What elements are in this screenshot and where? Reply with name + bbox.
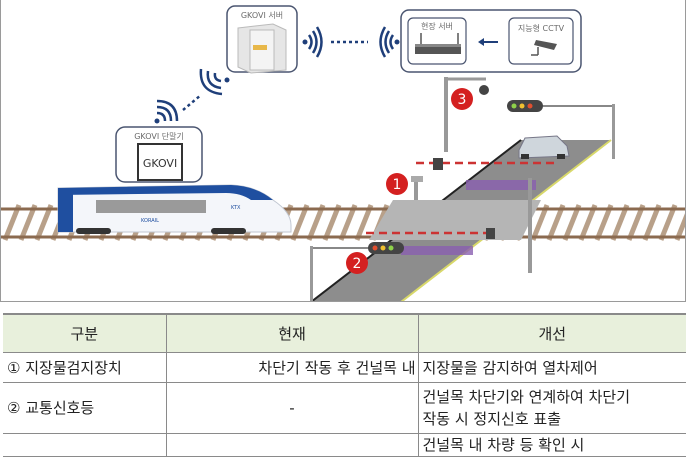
field-system-box: 현장 서버 지능형 CCTV [400,9,582,73]
svg-text:3: 3 [458,92,467,108]
rail-tie [658,204,678,241]
ktx-train: KORAIL KTX [57,184,292,234]
wireless-signal-icon [302,26,323,58]
field-server-icon [415,33,461,54]
rail-tie [578,204,598,241]
rail-tie [626,204,646,241]
crossing-barrier [366,158,556,239]
cctv-camera-icon [531,40,557,56]
row-category [3,433,166,457]
row-current [165,433,418,457]
cctv-pole [444,77,489,152]
rail-tie [610,204,630,241]
rail-tie [290,204,310,241]
svg-text:2: 2 [353,256,362,272]
header-improvement: 개선 [417,313,686,353]
table-header-row: 구분 현재 개선 [3,313,686,353]
traffic-light-icon [507,100,615,159]
marker-1: 1 [386,173,408,195]
system-diagram: GKOVI 서버 현장 서버 지능형 CCTV [0,0,686,302]
comparison-table: 구분 현재 개선 ① 지장물검지장치 차단기 작동 후 건널목 내 지장물을 감… [3,313,686,457]
cctv-label: 지능형 CCTV [518,24,565,33]
table-row: 건널목 내 차량 등 확인 시 [3,433,686,457]
car-icon [518,135,570,159]
header-current: 현재 [165,313,418,353]
rail-tie [674,213,685,241]
marker-3: 3 [451,88,473,110]
wireless-signal-icon [154,68,230,124]
marker-2: 2 [346,252,368,274]
row-category: ② 교통신호등 [3,382,166,434]
rail-tie [546,204,566,241]
wireless-signal-icon [379,26,400,58]
rail-tie [530,204,550,241]
table-row: ② 교통신호등 - 건널목 차단기와 연계하여 차단기 작동 시 정지신호 표출 [3,382,686,434]
rail-tie [642,204,662,241]
rail-tie [34,204,54,241]
rail-tie [322,204,342,241]
svg-text:1: 1 [393,177,402,193]
row-category: ① 지장물검지장치 [3,352,166,383]
rail-tie [306,204,326,241]
arrow-left-icon [478,38,498,46]
improvement-line: 작동 시 정지신호 표출 [422,410,562,428]
train-brand: KORAIL [141,218,159,224]
train-logo: KTX [231,205,241,211]
rail-tie [594,204,614,241]
sensor-pole [411,176,532,273]
gkovi-server-label: GKOVI 서버 [241,10,283,20]
row-current: 차단기 작동 후 건널목 내 [165,352,418,383]
row-improvement: 건널목 차단기와 연계하여 차단기 작동 시 정지신호 표출 [417,382,686,434]
rail-tie [562,204,582,241]
row-improvement: 건널목 내 차량 등 확인 시 [417,433,686,457]
gkovi-server-box: GKOVI 서버 [226,5,298,74]
row-current: - [165,382,418,434]
rail-tie [18,204,38,241]
field-server-label: 현장 서버 [421,21,453,31]
terminal-label: GKOVI 단말기 [134,131,184,141]
terminal-screen-text: GKOVI [143,157,177,170]
header-category: 구분 [3,313,166,353]
rail-tie [338,204,358,241]
rail-tie [354,204,374,241]
dotted-link [182,94,202,111]
rail-tie [2,204,22,241]
server-icon [237,23,287,74]
improvement-line: 건널목 차단기와 연계하여 차단기 [422,388,631,406]
table-row: ① 지장물검지장치 차단기 작동 후 건널목 내 지장물을 감지하여 열차제어 [3,352,686,383]
row-improvement: 지장물을 감지하여 열차제어 [417,352,686,383]
road-crossing [310,139,612,301]
traffic-light-icon [310,242,404,301]
gkovi-terminal: GKOVI 단말기 GKOVI [115,126,203,183]
comparison-table-wrap: 구분 현재 개선 ① 지장물검지장치 차단기 작동 후 건널목 내 지장물을 감… [3,313,686,457]
